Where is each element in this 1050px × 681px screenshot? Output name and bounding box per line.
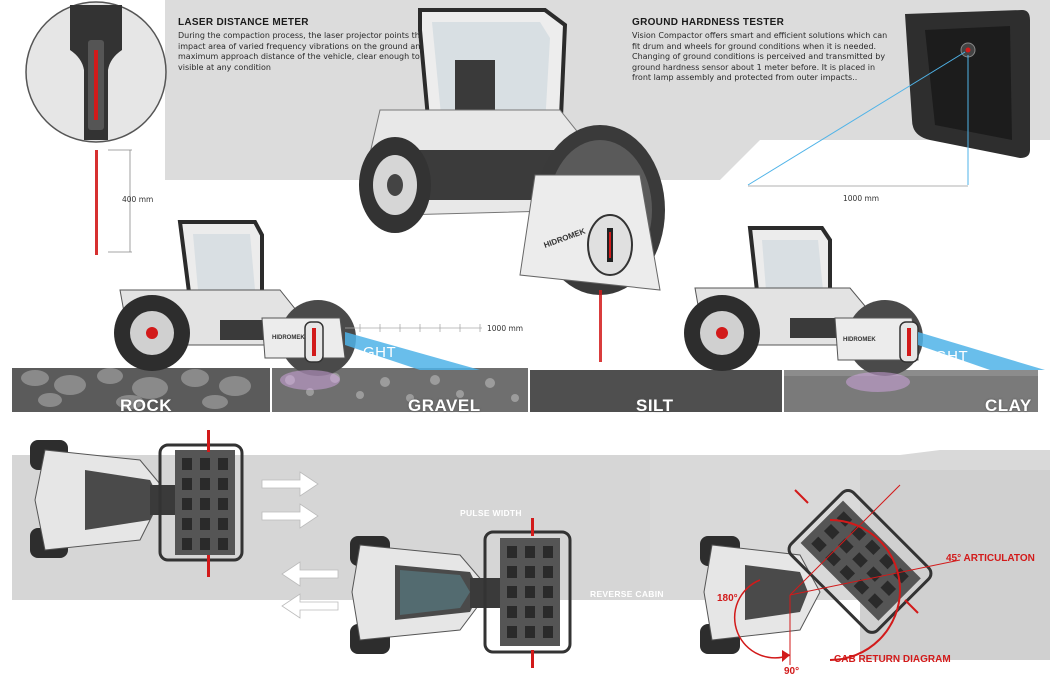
- laser-meter-text: During the compaction process, the laser…: [178, 31, 433, 72]
- left-brand-text: HIDROMEK: [272, 335, 305, 341]
- hardness-tester-title: GROUND HARDNESS TESTER: [632, 17, 785, 28]
- tester-dimension-label: 1000 mm: [843, 194, 880, 203]
- cab-return-label: CAB RETURN DIAGRAM: [834, 654, 951, 665]
- angle-90-label: 90°: [784, 666, 800, 677]
- angle-180-label: 180°: [717, 593, 738, 604]
- laser-meter-title: LASER DISTANCE METER: [178, 17, 309, 28]
- ground-label-rock: ROCK: [120, 396, 173, 415]
- pulse-width-label: PULSE WIDTH: [460, 508, 522, 518]
- ground-label-gravel: GRAVEL: [408, 396, 481, 415]
- reverse-cabin-label: REVERSE CABIN: [590, 589, 664, 599]
- right-brand-text: HIDROMEK: [843, 337, 876, 343]
- ground-label-silt: SILT: [636, 396, 674, 415]
- laser-dimension-label: 400 mm: [122, 195, 154, 204]
- side-dimension-label: 1000 mm: [487, 324, 524, 333]
- ground-label-clay: CLAY: [985, 396, 1032, 415]
- ght-label-left: GHT: [363, 344, 397, 361]
- hardness-tester-text: Vision Compactor offers smart and effici…: [632, 31, 888, 83]
- articulation-label: 45° ARTICULATON: [946, 553, 1035, 564]
- ght-label-right: GHT: [935, 348, 969, 365]
